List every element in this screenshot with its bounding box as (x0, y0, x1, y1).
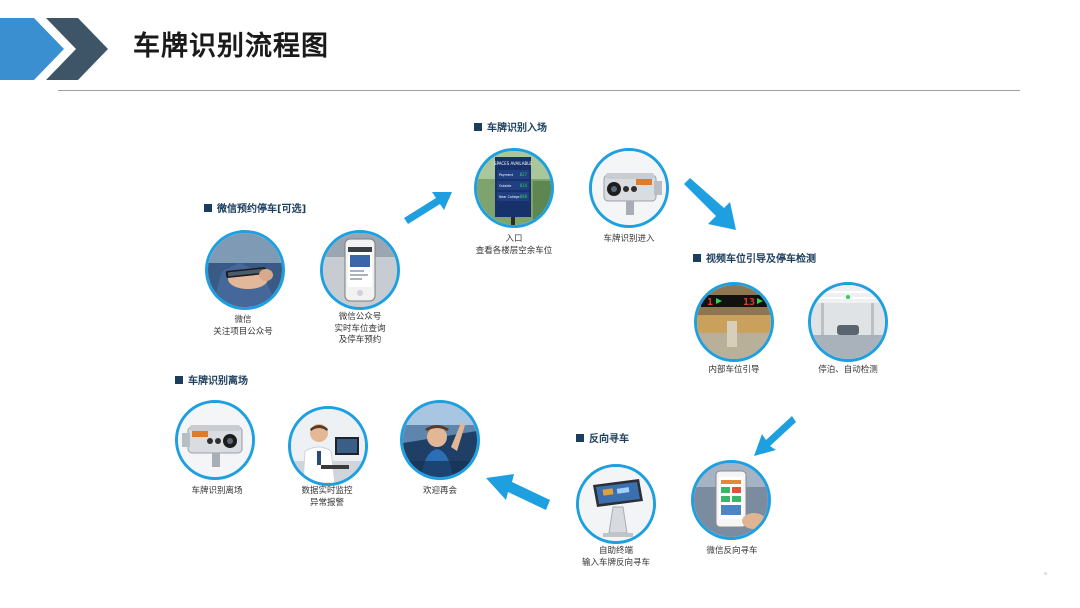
flow-arrow-icon (684, 178, 736, 230)
kiosk-photo (576, 464, 656, 544)
section-bullet-icon (576, 433, 584, 442)
caption-indoor-guide: 内部车位引导 (708, 365, 760, 375)
section-label: 车牌识别离场 (188, 376, 248, 387)
svg-text:13: 13 (743, 297, 755, 308)
section-bullet-icon (474, 122, 482, 131)
svg-text:1: 1 (707, 297, 713, 308)
caption-kiosk: 自助终端 输入车牌反向寻车 (581, 546, 650, 568)
caption-wechat-find: 微信反向寻车 (706, 546, 758, 556)
svg-text:Near College: Near College (499, 195, 520, 199)
svg-text:SPACES AVAILABLE: SPACES AVAILABLE (494, 161, 532, 166)
caption-monitor: 数据实时监控 异常报警 (301, 486, 353, 508)
section-guidance: 视频车位引导及停车检测 (693, 250, 816, 265)
caption-wechat-account: 微信公众号 实时车位查询 及停车预约 (334, 312, 386, 345)
svg-text:014: 014 (520, 183, 528, 188)
svg-text:Outside: Outside (499, 184, 511, 188)
section-bullet-icon (204, 203, 212, 212)
section-reverse-search: 反向寻车 (576, 430, 629, 445)
decorative-dot (1044, 572, 1047, 575)
caption-wechat: 微信 关注项目公众号 (213, 315, 273, 337)
flow-arrow-icon (404, 192, 452, 224)
section-label: 车牌识别入场 (487, 123, 547, 134)
section-label: 微信预约停车[可选] (217, 204, 307, 215)
svg-text:Payment: Payment (499, 173, 514, 177)
flow-arrow-icon (486, 474, 550, 510)
caption-auto-detect: 停泊、自动检测 (818, 365, 878, 375)
page-title: 车牌识别流程图 (133, 31, 329, 62)
flow-arrow-icon (754, 416, 796, 456)
section-bullet-icon (693, 253, 701, 262)
header-divider (58, 90, 1020, 91)
entrance-sign-photo: SPACES AVAILABLE Payment Outside Near Co… (474, 148, 554, 228)
wechat-phone-photo (205, 230, 285, 310)
svg-text:027: 027 (520, 172, 528, 177)
section-wechat-booking: 微信预约停车[可选] (204, 200, 306, 215)
section-label: 反向寻车 (589, 434, 629, 445)
section-bullet-icon (175, 375, 183, 384)
monitor-photo (288, 406, 368, 486)
caption-plate-out: 车牌识别离场 (191, 486, 243, 496)
wechat-account-photo (320, 230, 400, 310)
section-entry: 车牌识别入场 (474, 119, 547, 134)
section-exit: 车牌识别离场 (175, 372, 248, 387)
entry-camera-photo (589, 148, 669, 228)
section-label: 视频车位引导及停车检测 (706, 254, 816, 265)
caption-plate-in: 车牌识别进入 (603, 234, 655, 244)
parking-detection-photo (808, 282, 888, 362)
welcome-photo (400, 400, 480, 480)
caption-entrance: 入口 查看各楼层空余车位 (475, 234, 553, 256)
caption-welcome: 欢迎再会 (422, 486, 457, 496)
exit-camera-photo (175, 400, 255, 480)
indoor-guide-photo: 1 13 (694, 282, 774, 362)
svg-text:088: 088 (520, 194, 528, 199)
header-chevrons-icon (0, 18, 108, 80)
wechat-find-photo (691, 460, 771, 540)
